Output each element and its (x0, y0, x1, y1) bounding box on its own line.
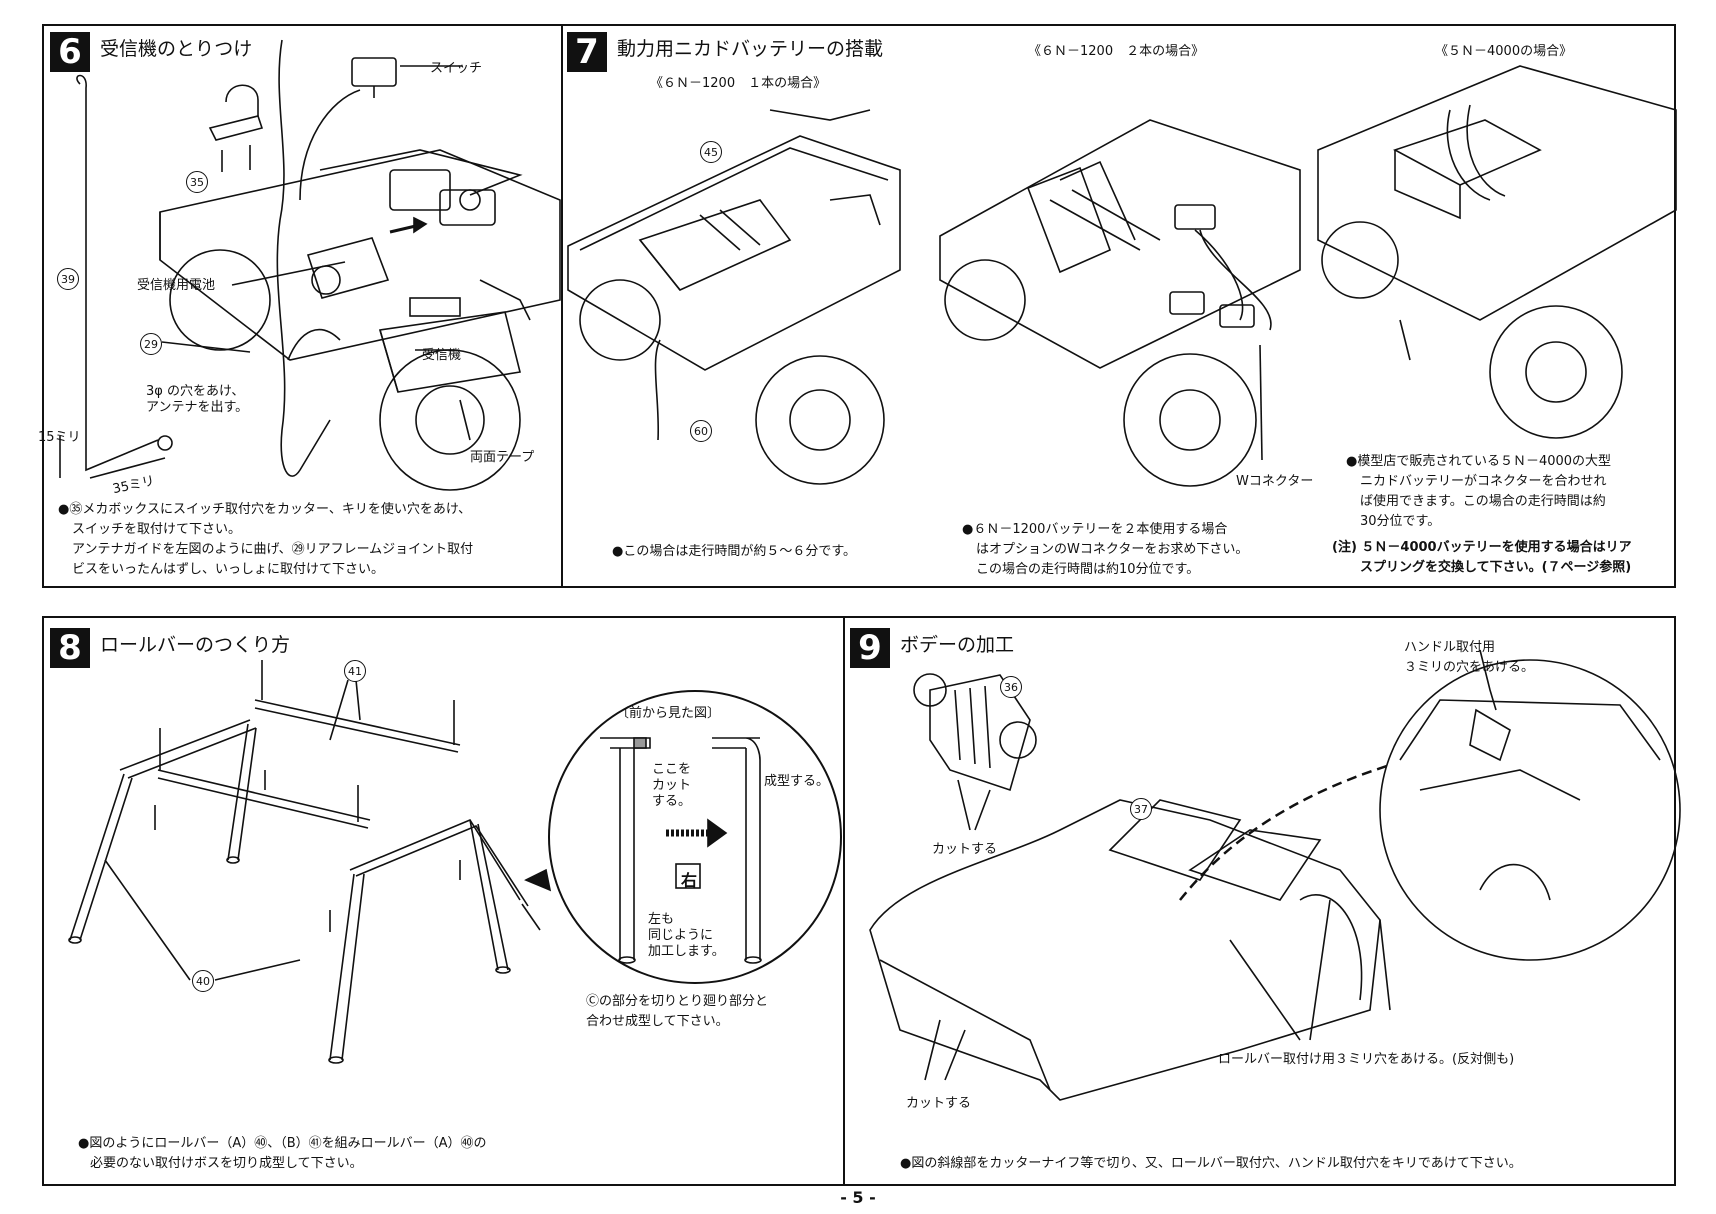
cut-label-2: カットする (906, 1096, 972, 1111)
step-7-title: 動力用ニカドバッテリーの搭載 (617, 38, 884, 60)
page-number: - 5 - (840, 1188, 876, 1207)
cut-here-3: する。 (652, 794, 692, 809)
c-note-1: Ⓒの部分を切りとり廻り部分と (586, 994, 769, 1009)
left-same-2: 同じように (648, 928, 714, 943)
part-40: 40 (192, 970, 214, 992)
case-5n4000: 《５Ｎ－4000の場合》 (1435, 44, 1573, 59)
step-7-note-big-1: ●模型店で販売されている５Ｎ－4000の大型 (1346, 454, 1612, 469)
part-36: 36 (1000, 676, 1022, 698)
top-panel (42, 24, 1676, 588)
case-one-battery: 《６Ｎ－1200 １本の場合》 (650, 76, 827, 91)
step-7-note-two-3: この場合の走行時間は約10分位です。 (976, 562, 1200, 577)
step-7-note-big-2: ニカドバッテリーがコネクターを合わせれ (1360, 474, 1607, 489)
step-6-note-4: ビスをいったんはずし、いっしょに取付けて下さい。 (72, 562, 385, 577)
left-same-1: 左も (648, 912, 675, 927)
step-7-badge: 7 (567, 32, 607, 72)
cut-here-1: ここを (652, 762, 692, 777)
double-tape-label: 両面テープ (470, 450, 535, 465)
part-39: 39 (57, 268, 79, 290)
step-8-badge: 8 (50, 628, 90, 668)
step-9-note: ●図の斜線部をカッターナイフ等で切り、又、ロールバー取付穴、ハンドル取付穴をキリ… (900, 1156, 1522, 1171)
front-view-title: 〔前から見た図〕 (616, 706, 721, 721)
part-29: 29 (140, 333, 162, 355)
step-7-caution-1: (注) ５Ｎ－4000バッテリーを使用する場合はリア (1332, 540, 1632, 555)
left-same-3: 加工します。 (648, 944, 725, 959)
step-7-note-big-3: ば使用できます。この場合の走行時間は約 (1360, 494, 1606, 509)
bottom-panel (42, 616, 1676, 1186)
handle-note-1: ハンドル取付用 (1404, 640, 1496, 655)
step-6-note-2: スイッチを取付けて下さい。 (72, 522, 242, 537)
rollbar-hole-label: ロールバー取付け用３ミリ穴をあける。(反対側も) (1218, 1052, 1515, 1067)
section-divider-bottom (843, 618, 845, 1184)
step-7-note-one: ●この場合は走行時間が約５～６分です。 (612, 544, 857, 559)
step-6-note-3: アンテナガイドを左図のように曲げ、㉙リアフレームジョイント取付 (72, 542, 474, 557)
cut-label-1: カットする (932, 842, 998, 857)
form-it-label: 成型する。 (764, 774, 830, 789)
switch-label: スイッチ (430, 61, 483, 76)
step-8-note-1: ●図のようにロールバー（A）㊵、（B）㊶を組みロールバー（A）㊵の (78, 1136, 487, 1151)
part-35: 35 (186, 171, 208, 193)
part-60: 60 (690, 420, 712, 442)
front-view-detail (548, 690, 842, 984)
receiver-battery-label: 受信機用電池 (137, 278, 216, 293)
dim-15: 15ミリ (38, 430, 81, 445)
step-7-note-big-4: 30分位です。 (1360, 514, 1441, 529)
part-37: 37 (1130, 798, 1152, 820)
step-9-title: ボデーの加工 (900, 634, 1015, 656)
step-9-badge: 9 (850, 628, 890, 668)
antenna-out-label: アンテナを出す。 (146, 400, 249, 415)
w-connector-label: Wコネクター (1236, 474, 1314, 489)
step-7-caution-2: スプリングを交換して下さい。(７ページ参照) (1360, 560, 1632, 575)
step-7-note-two-1: ●６Ｎ－1200バッテリーを２本使用する場合 (962, 522, 1228, 537)
step-6-title: 受信機のとりつけ (100, 38, 253, 60)
hole-label: 3φ の穴をあけ、 (146, 384, 245, 399)
part-41: 41 (344, 660, 366, 682)
c-note-2: 合わせ成型して下さい。 (586, 1014, 729, 1029)
receiver-label: 受信機 (422, 348, 462, 363)
part-45: 45 (700, 141, 722, 163)
handle-note-2: ３ミリの穴をあける。 (1404, 660, 1535, 675)
step-6-note-1: ●㉟メカボックスにスイッチ取付穴をカッター、キリを使い穴をあけ、 (58, 502, 472, 517)
step-7-note-two-2: はオプションのWコネクターをお求め下さい。 (976, 542, 1249, 557)
step-8-title: ロールバーのつくり方 (100, 634, 291, 656)
case-two-batteries: 《６Ｎ－1200 ２本の場合》 (1028, 44, 1205, 59)
step-8-note-2: 必要のない取付けボスを切り成型して下さい。 (90, 1156, 363, 1171)
cut-here-2: カット (652, 778, 692, 793)
step-6-badge: 6 (50, 32, 90, 72)
right-mark: 右 (681, 871, 698, 890)
section-divider (561, 26, 563, 586)
